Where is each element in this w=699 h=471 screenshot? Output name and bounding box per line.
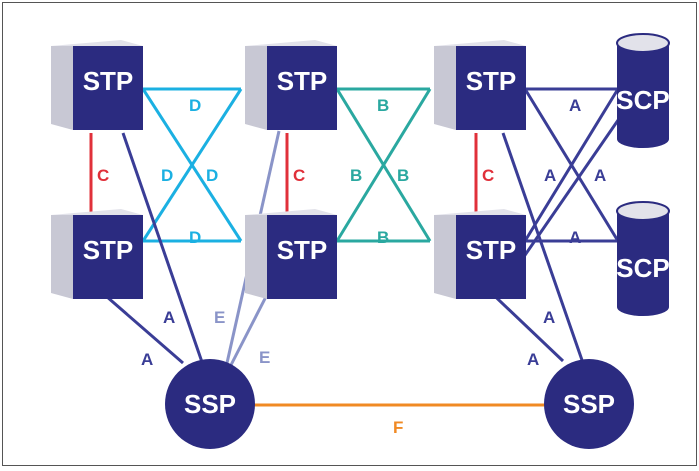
diagram-frame: D D D D B B B B C C C A A A A A A E E A … (2, 2, 697, 466)
stp-node-1-face (73, 46, 143, 130)
stp-node-4-side (51, 215, 73, 299)
ss7-network-diagram: D D D D B B B B C C C A A A A A A E E A … (51, 33, 670, 449)
stp-node-2: STP (245, 40, 337, 130)
a-link-stp3-ssp2 (501, 132, 585, 364)
link-label-a-scp-top: A (569, 96, 581, 115)
stp-node-1-top (51, 40, 143, 46)
links (89, 87, 625, 407)
link-label-f: F (393, 418, 403, 437)
stp-node-6-top (434, 209, 526, 215)
link-label-c-left: C (97, 166, 109, 185)
link-label-a-ssp1-1: A (163, 308, 175, 327)
link-label-b-bottom: B (377, 228, 389, 247)
scp-node-2-body (617, 211, 669, 316)
stp-node-4: STP (51, 209, 143, 299)
stp-node-6-side (434, 215, 456, 299)
stp-node-4-label: STP (83, 235, 134, 265)
link-label-a-ssp1-2: A (141, 350, 153, 369)
a-link-stp1-ssp1 (121, 132, 205, 366)
link-label-a-scp-bottom: A (569, 228, 581, 247)
stp-node-2-face (267, 46, 337, 130)
scp-node-2-top (616, 201, 670, 221)
a-link-stp6-scp1 (523, 88, 620, 242)
stp-node-2-label: STP (277, 66, 328, 96)
stp-node-1: STP (51, 40, 143, 130)
stp-node-3-label: STP (466, 66, 517, 96)
link-label-a-scp-mid-1: A (544, 166, 556, 185)
stp-node-5: STP (245, 209, 337, 299)
stp-node-3: STP (434, 40, 526, 130)
stp-node-4-top (51, 209, 143, 215)
link-label-b-top: B (377, 96, 389, 115)
ssp-node-1: SSP (165, 359, 255, 449)
link-label-d-bottom: D (189, 228, 201, 247)
stp-node-5-side (245, 215, 267, 299)
ssp-node-2-circle (544, 359, 634, 449)
stp-node-5-label: STP (277, 235, 328, 265)
scp-node-2: SCP (616, 201, 670, 316)
ssp-node-2-label: SSP (563, 389, 615, 419)
stp-node-1-side (51, 46, 73, 130)
link-label-c-right: C (482, 166, 494, 185)
link-label-a-ssp2-1: A (543, 308, 555, 327)
scp-node-1-body (617, 43, 669, 148)
scp-node-1-top (616, 33, 670, 53)
scp-node-2-label: SCP (616, 253, 669, 283)
d-link-cross-2 (141, 88, 243, 242)
link-label-e-2: E (259, 348, 270, 367)
link-label-d-mid-2: D (206, 166, 218, 185)
stp-node-5-face (267, 215, 337, 299)
link-label-a-scp-mid-2: A (594, 166, 606, 185)
link-label-c-middle: C (293, 166, 305, 185)
scp-node-1-label: SCP (616, 85, 669, 115)
link-label-d-mid-1: D (161, 166, 173, 185)
link-label-a-ssp2-2: A (527, 350, 539, 369)
ssp-node-1-label: SSP (184, 389, 236, 419)
stp-node-4-face (73, 215, 143, 299)
stp-node-6-label: STP (466, 235, 517, 265)
stp-node-2-side (245, 46, 267, 130)
link-label-e-1: E (214, 308, 225, 327)
scp-node-1: SCP (616, 33, 670, 148)
a-link-scp1-ssp2 (521, 112, 625, 259)
link-label-d-top: D (189, 96, 201, 115)
link-labels: D D D D B B B B C C C A A A A A A E E A … (97, 96, 606, 437)
stp-node-3-face (456, 46, 526, 130)
stp-node-1-label: STP (83, 66, 134, 96)
stp-node-6: STP (434, 209, 526, 299)
ssp-node-1-circle (165, 359, 255, 449)
link-label-b-mid-1: B (350, 166, 362, 185)
ssp-node-2: SSP (544, 359, 634, 449)
b-link-cross-2 (335, 88, 432, 242)
stp-node-3-top (434, 40, 526, 46)
link-label-b-mid-2: B (397, 166, 409, 185)
stp-node-5-top (245, 209, 337, 215)
stp-node-3-side (434, 46, 456, 130)
stp-node-6-face (456, 215, 526, 299)
stp-node-2-top (245, 40, 337, 46)
